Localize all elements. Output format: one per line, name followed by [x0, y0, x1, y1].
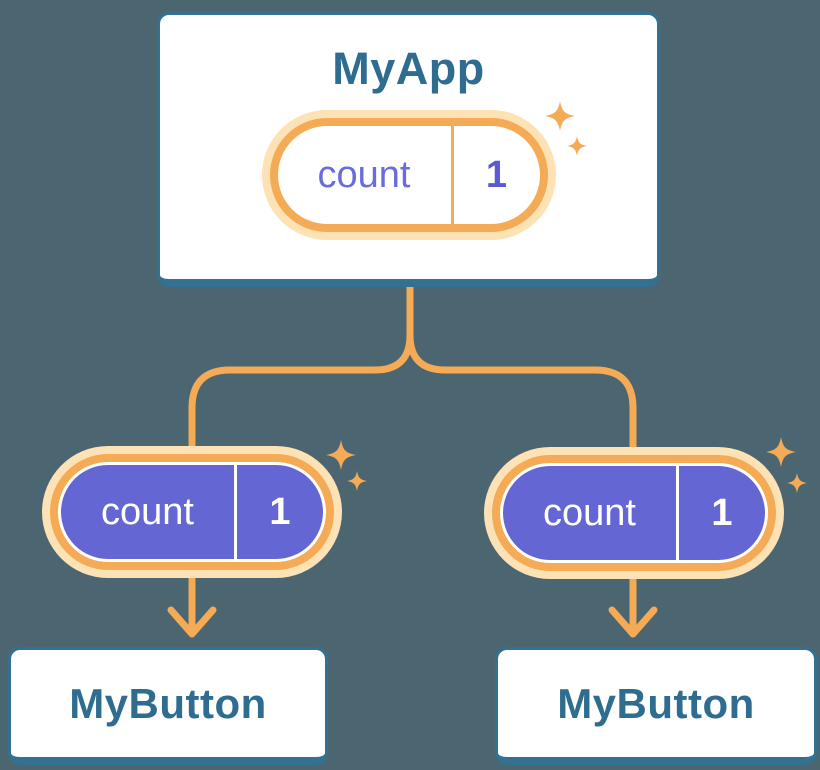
prop-pill-body: count 1: [503, 466, 765, 560]
right-prop-pill: count 1: [484, 447, 784, 579]
prop-value: 1: [711, 491, 733, 534]
state-pill-body: count 1: [278, 126, 540, 224]
prop-arrow-left-icon: [167, 566, 217, 638]
left-prop-pill: count 1: [42, 446, 342, 578]
prop-name: count: [101, 490, 194, 533]
pill-divider: [234, 465, 237, 559]
root-component-card: MyApp count 1: [157, 12, 660, 287]
right-child-component-card: MyButton: [495, 647, 817, 765]
left-child-component-card: MyButton: [8, 647, 328, 765]
left-child-component-title: MyButton: [69, 679, 267, 727]
prop-name: count: [543, 491, 636, 534]
connector-root-to-right-child: [406, 282, 637, 462]
prop-pill-ring: count 1: [50, 454, 334, 570]
pill-divider: [676, 466, 679, 560]
state-name: count: [317, 153, 411, 196]
root-component-title: MyApp: [332, 43, 485, 94]
root-state-pill: count 1: [261, 110, 556, 240]
prop-pill-body: count 1: [61, 465, 323, 559]
pill-divider: [450, 126, 454, 224]
connector-root-to-left-child: [188, 282, 414, 462]
right-child-component-title: MyButton: [557, 679, 755, 727]
state-value: 1: [485, 153, 508, 196]
state-pill-ring: count 1: [269, 118, 548, 232]
prop-pill-ring: count 1: [492, 455, 776, 571]
prop-arrow-right-icon: [608, 566, 658, 638]
prop-value: 1: [269, 490, 291, 533]
